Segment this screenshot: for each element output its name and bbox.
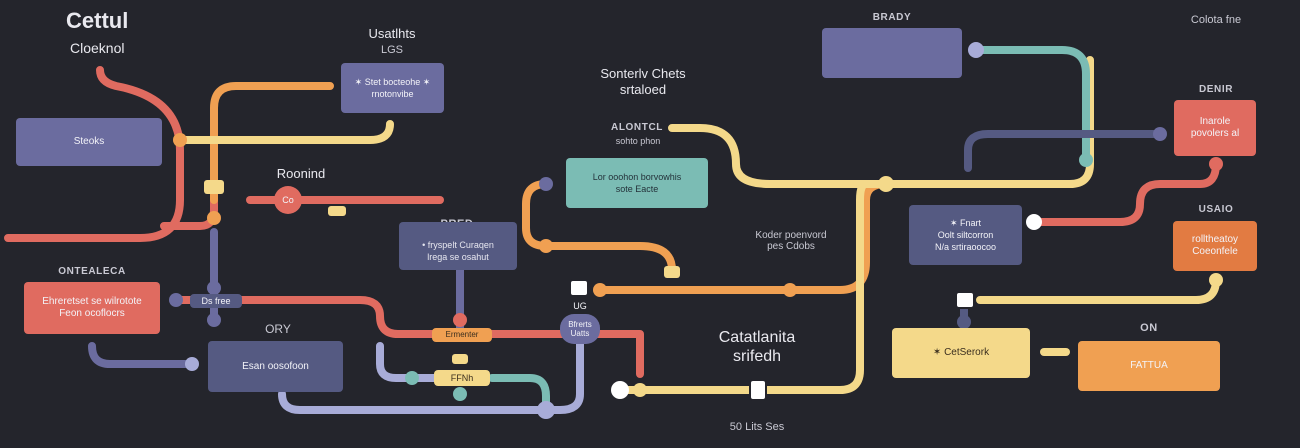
label-denir: DENIR bbox=[1198, 84, 1234, 95]
label-koder: Koder poenvord pes Cdobs bbox=[755, 230, 827, 252]
node-dot bbox=[453, 313, 467, 327]
connector-slate-right bbox=[964, 130, 1164, 172]
node-dot bbox=[539, 177, 553, 191]
node-dot bbox=[957, 315, 971, 329]
node-ds-free[interactable]: Ds free bbox=[190, 294, 242, 308]
connector-yellow-sweep bbox=[668, 56, 1094, 188]
label-on: ON bbox=[1140, 322, 1158, 334]
node-dot bbox=[1209, 273, 1223, 287]
node-dot bbox=[783, 283, 797, 297]
label-roonind: Roonind bbox=[276, 166, 326, 181]
node-dot bbox=[453, 387, 467, 401]
node-dot bbox=[169, 293, 183, 307]
node-dot bbox=[207, 211, 221, 225]
node-dot bbox=[185, 357, 199, 371]
node-dot bbox=[274, 186, 302, 214]
node-dot bbox=[968, 42, 984, 58]
node-dot bbox=[173, 133, 187, 147]
label-onteal: ONTEALECA bbox=[58, 266, 126, 277]
node-ermenter[interactable]: Ermenter bbox=[432, 328, 492, 342]
connector-slate-bottom bbox=[88, 342, 196, 368]
connector-orange-middle bbox=[522, 180, 676, 274]
label-alontcl: ALONTCL bbox=[611, 122, 663, 133]
node-dot bbox=[207, 313, 221, 327]
node-pred[interactable]: • fryspelt Curaqen lrega se osahut bbox=[399, 222, 517, 270]
node-bpms[interactable]: Bfrerts Uatts bbox=[560, 314, 600, 344]
page-title: Cettul bbox=[66, 8, 129, 33]
label-ory: ORY bbox=[265, 322, 291, 336]
connector-red-middle bbox=[176, 296, 645, 378]
node-dot bbox=[633, 383, 647, 397]
node-dot bbox=[611, 381, 629, 399]
node-ffnh[interactable]: FFNh bbox=[434, 370, 490, 386]
junction-icon bbox=[664, 266, 680, 278]
label-usatlhts: Usatlhts bbox=[368, 26, 416, 41]
node-ehreretset[interactable]: Ehreretset se wilrotote Feon ocoflocrs bbox=[24, 282, 160, 334]
junction-icon bbox=[569, 279, 589, 297]
connector-lavender-bottom bbox=[278, 336, 584, 414]
node-inarole[interactable]: Inarole povolers al bbox=[1174, 100, 1256, 156]
page-subtitle: Cloeknol bbox=[70, 40, 125, 56]
junction-icons bbox=[204, 180, 975, 401]
label-catatlanta: Catatlanita srifedh bbox=[718, 329, 796, 365]
label-alontcl-sub: sohto phon bbox=[615, 136, 661, 146]
label-colota: Colota fne bbox=[1190, 14, 1242, 26]
node-brady[interactable] bbox=[822, 28, 962, 78]
junction-icon bbox=[749, 379, 767, 401]
node-dots bbox=[169, 42, 1223, 419]
connector-red-left bbox=[4, 66, 184, 242]
label-lgs: LGS bbox=[380, 44, 404, 56]
node-co[interactable]: Co bbox=[282, 195, 294, 205]
node-stet[interactable]: ✶ Stet bocteohe ✶ rnotonvibe bbox=[341, 63, 444, 113]
node-dot bbox=[593, 283, 607, 297]
node-dot bbox=[405, 371, 419, 385]
junction-icon bbox=[328, 206, 346, 216]
junction-icon bbox=[452, 354, 468, 364]
node-dot bbox=[1079, 153, 1093, 167]
junction-icon bbox=[204, 180, 224, 194]
node-dot bbox=[207, 281, 221, 295]
label-brady: BRADY bbox=[872, 12, 912, 23]
node-fattua[interactable]: FATTUA bbox=[1078, 341, 1220, 391]
node-dot bbox=[537, 401, 555, 419]
connector-yellow-main bbox=[176, 120, 394, 144]
node-steoks[interactable]: Steoks bbox=[16, 118, 162, 166]
connector-yellow-right bbox=[616, 180, 890, 394]
label-senterv: Sonterlv Chets srtaloed bbox=[600, 66, 686, 97]
label-lits: 50 Lits Ses bbox=[729, 421, 785, 433]
node-dot bbox=[1026, 214, 1042, 230]
node-cetsbrork[interactable]: ✶ CetSerork bbox=[892, 328, 1030, 378]
connector-red-steoks bbox=[160, 166, 218, 230]
connector-lavender-loop bbox=[376, 342, 444, 382]
node-dot bbox=[878, 176, 894, 192]
junction-icon bbox=[955, 291, 975, 309]
connector-yellow-lowright bbox=[976, 276, 1220, 304]
node-lor[interactable]: Lor ooohon borvowhis sote Eacte bbox=[566, 158, 708, 208]
node-coeboxt[interactable]: ✶ Fnart Oolt siltcorron N/a srtiraoocoo bbox=[909, 205, 1022, 265]
node-dot bbox=[1209, 157, 1223, 171]
node-essoo[interactable]: Esan oosofoon bbox=[208, 341, 343, 392]
connector-teal-bottom bbox=[488, 374, 550, 414]
connector-teal-top bbox=[972, 46, 1090, 164]
node-dot bbox=[1153, 127, 1167, 141]
node-dot bbox=[539, 239, 553, 253]
label-usaio: USAIO bbox=[1198, 204, 1234, 215]
label-ug: UG bbox=[573, 301, 587, 311]
connector-orange-top bbox=[210, 82, 334, 204]
connector-red-right bbox=[1030, 160, 1220, 226]
node-rolltheatoy[interactable]: rolltheatoy Coeonfele bbox=[1173, 221, 1257, 271]
